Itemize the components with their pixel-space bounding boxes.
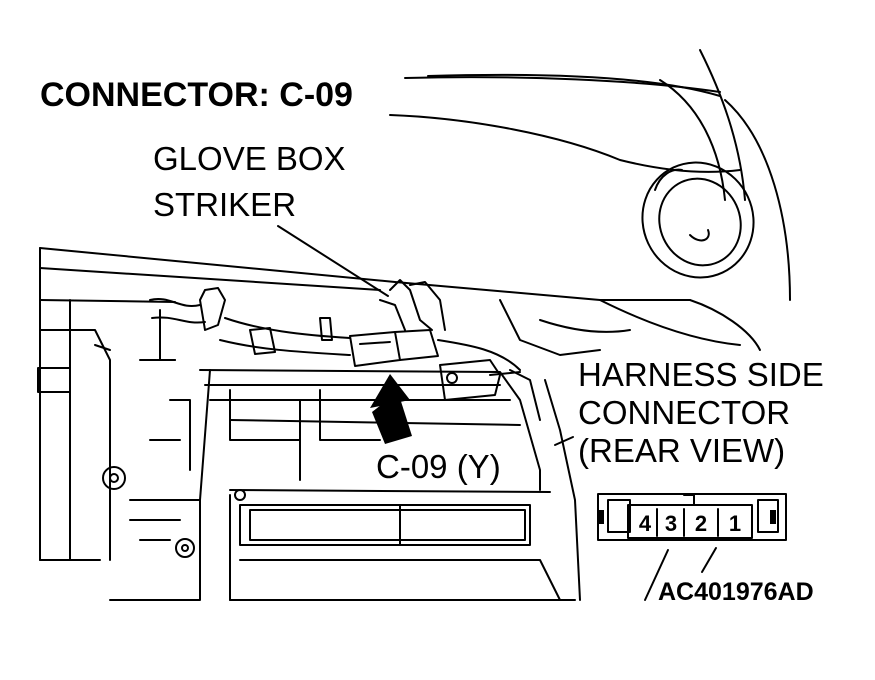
connector-pin-3: 3 (664, 511, 678, 536)
diagram-title: CONNECTOR: C-09 (40, 76, 353, 114)
wire-harness (149, 279, 521, 371)
harness-connector-label: HARNESS SIDE CONNECTOR (REAR VIEW) (578, 356, 824, 470)
connector-right-latch (770, 510, 776, 524)
leader-lines (277, 225, 717, 601)
round-vent (641, 161, 755, 279)
harness-side-line: HARNESS SIDE (578, 356, 824, 393)
connector-pin-4: 4 (638, 511, 652, 536)
connector-rear-view (597, 493, 787, 541)
striker-label-line: STRIKER (153, 186, 297, 223)
connector-line: CONNECTOR (578, 394, 791, 431)
left-components (37, 309, 201, 601)
glove-box-striker-label: GLOVE BOX STRIKER (153, 136, 346, 228)
connector-callout-label: C-09 (Y) (376, 448, 501, 485)
connector-pin-1: 1 (728, 511, 742, 536)
arrow-head (370, 374, 410, 408)
glove-box-label-line: GLOVE BOX (153, 140, 346, 177)
connector-left-latch (598, 510, 604, 524)
dash-beam (39, 247, 761, 561)
connector-pin-2: 2 (694, 511, 708, 536)
blower-housing (199, 369, 581, 601)
rear-view-line: (REAR VIEW) (578, 432, 786, 469)
dashboard-outline (389, 49, 791, 301)
figure-id-label: AC401976AD (658, 578, 814, 606)
mount-bracket (439, 359, 521, 401)
